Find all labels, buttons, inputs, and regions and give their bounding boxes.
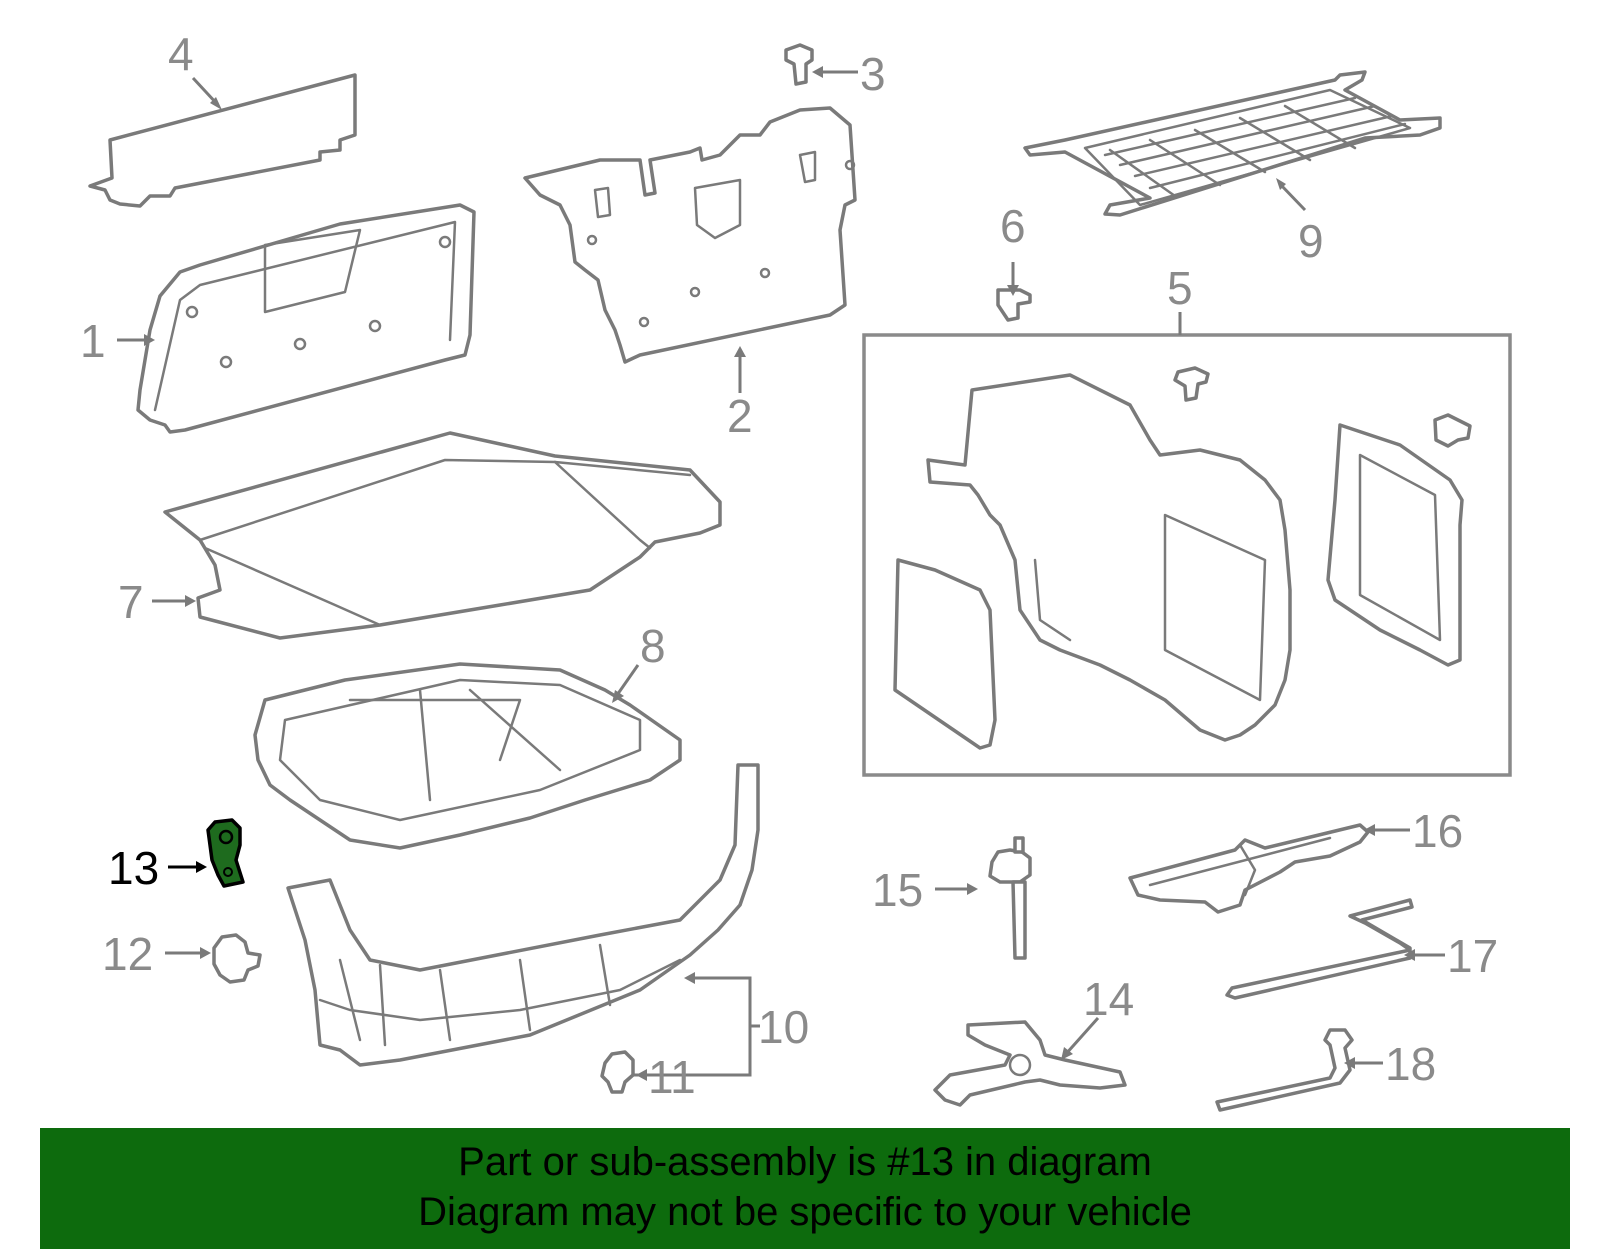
callout-2: 2 xyxy=(727,390,753,442)
callout-6: 6 xyxy=(1000,200,1026,252)
part-11[interactable] xyxy=(600,1050,635,1094)
part-7[interactable] xyxy=(163,431,722,640)
callout-14: 14 xyxy=(1083,973,1134,1025)
callout-labels: 4 1 3 2 9 6 5 7 8 13 12 10 11 15 16 17 1… xyxy=(80,28,1498,1103)
part-8[interactable] xyxy=(253,662,682,850)
leader-lines xyxy=(117,66,1445,1081)
part-17[interactable] xyxy=(1225,898,1414,1000)
part-10[interactable] xyxy=(286,763,760,1067)
callout-18: 18 xyxy=(1385,1038,1436,1090)
callout-3: 3 xyxy=(860,48,886,100)
info-banner: Part or sub-assembly is #13 in diagram D… xyxy=(40,1128,1570,1249)
part-1[interactable] xyxy=(136,203,476,434)
part-5-box[interactable] xyxy=(862,333,1512,777)
part-12[interactable] xyxy=(212,933,262,984)
callout-7: 7 xyxy=(118,576,144,628)
leader-13 xyxy=(168,861,207,873)
callout-5: 5 xyxy=(1167,262,1193,314)
callout-4: 4 xyxy=(168,28,194,80)
callout-11: 11 xyxy=(648,1051,696,1103)
callout-13: 13 xyxy=(108,842,159,894)
part-6[interactable] xyxy=(996,288,1032,322)
callout-10: 10 xyxy=(758,1001,809,1053)
part-9[interactable] xyxy=(1023,70,1442,217)
part-16[interactable] xyxy=(1128,823,1370,914)
part-14[interactable] xyxy=(933,1020,1127,1107)
part-4[interactable] xyxy=(88,73,357,208)
callout-8: 8 xyxy=(640,620,666,672)
banner-line-disclaimer: Diagram may not be specific to your vehi… xyxy=(418,1190,1192,1234)
callout-17: 17 xyxy=(1447,930,1498,982)
callout-1: 1 xyxy=(80,315,106,367)
callout-9: 9 xyxy=(1298,215,1324,267)
part-2[interactable] xyxy=(523,106,857,364)
part-3[interactable] xyxy=(784,43,814,86)
part-13-highlighted[interactable] xyxy=(206,818,245,888)
callout-16: 16 xyxy=(1412,805,1463,857)
part-18[interactable] xyxy=(1215,1028,1354,1112)
banner-line-part: Part or sub-assembly is #13 in diagram xyxy=(458,1140,1152,1184)
callout-12: 12 xyxy=(102,928,153,980)
part-15[interactable] xyxy=(988,836,1032,960)
callout-15: 15 xyxy=(872,864,923,916)
